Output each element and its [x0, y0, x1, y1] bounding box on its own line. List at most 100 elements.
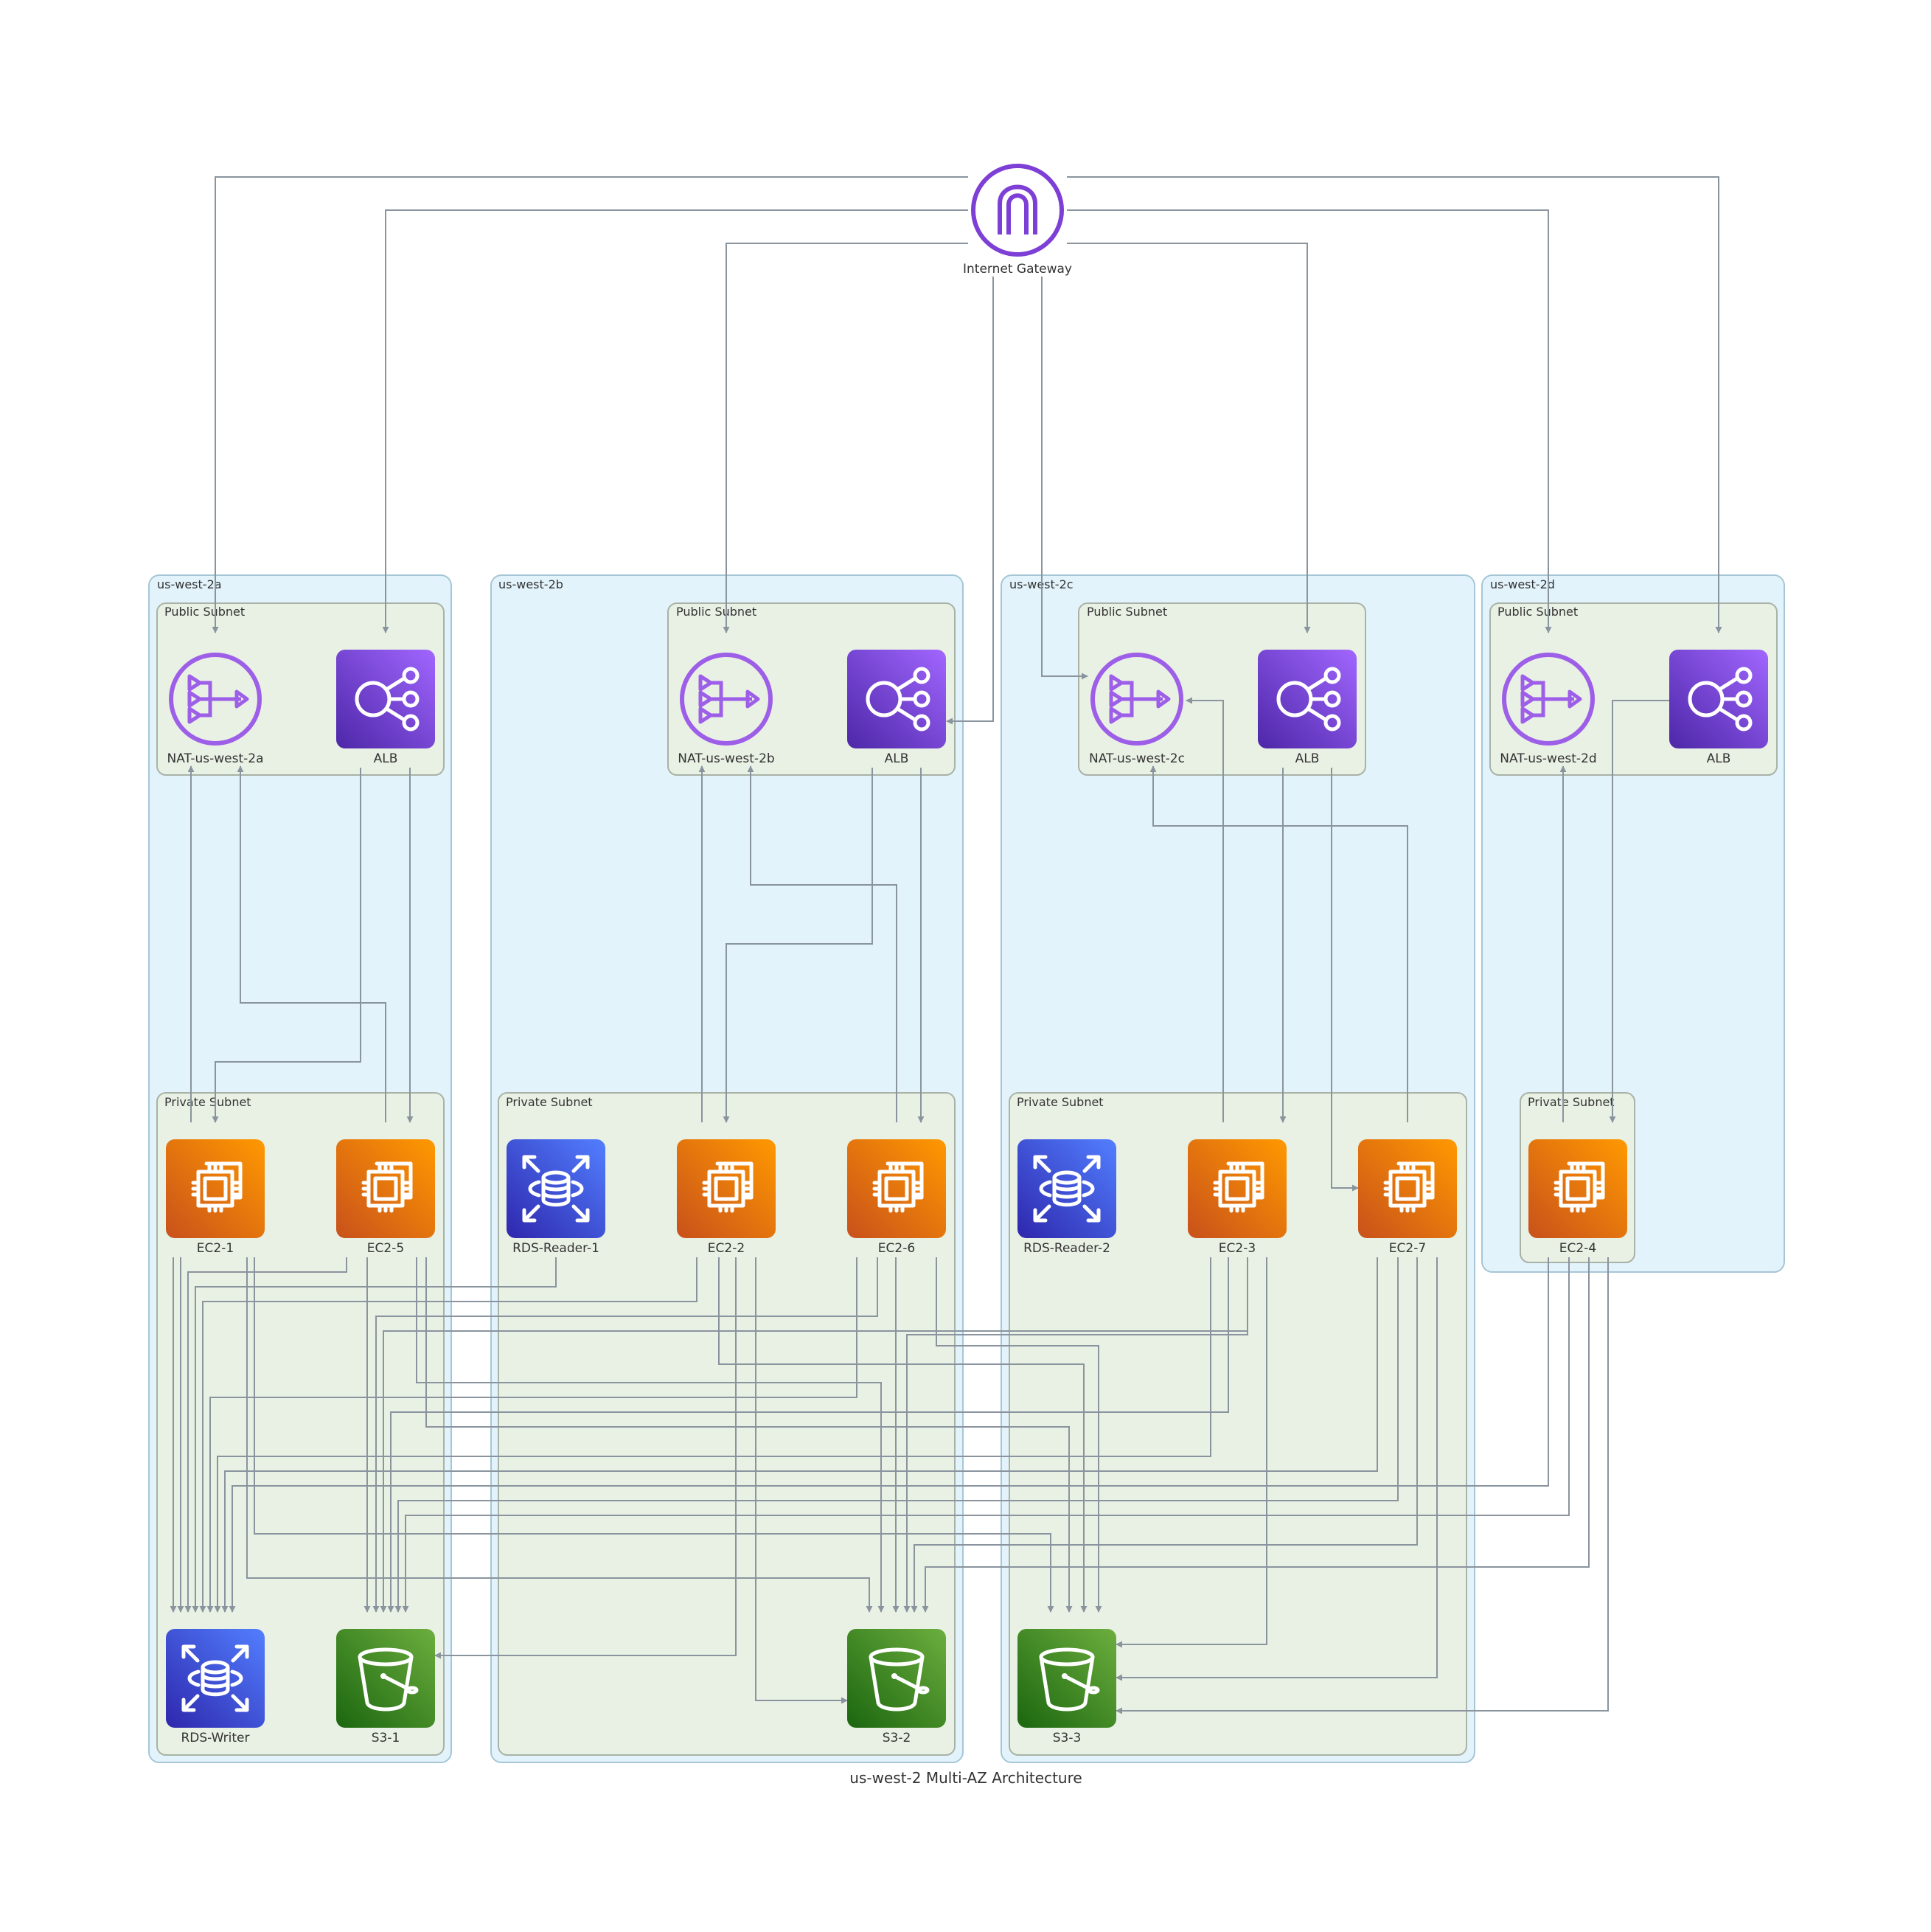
s3-1[interactable]: S3-1	[336, 1629, 435, 1745]
s3-bucket-icon	[847, 1629, 946, 1728]
private-subnet-2a: Private Subnet	[156, 1092, 445, 1756]
subnet-label: Public Subnet	[676, 605, 756, 619]
connection-edge	[922, 1257, 1590, 1613]
ec2-instance-icon	[847, 1139, 946, 1238]
load-balancer-icon	[1669, 650, 1768, 748]
node-label: EC2-1	[197, 1241, 234, 1256]
load-balancer-icon	[847, 650, 946, 748]
connection-edge	[1331, 768, 1359, 1192]
nat-us-west-2b[interactable]: NAT-us-west-2b	[678, 655, 775, 766]
connection-edge	[1067, 243, 1311, 633]
az-label: us-west-2a	[157, 577, 222, 591]
az-label: us-west-2b	[498, 577, 563, 591]
node-label: EC2-2	[708, 1241, 745, 1256]
ec2-2[interactable]: EC2-2	[677, 1139, 776, 1256]
connection-edge	[903, 1257, 1248, 1613]
connection-edge	[434, 1257, 737, 1659]
nat-us-west-2c[interactable]: NAT-us-west-2c	[1089, 655, 1185, 766]
node-label: EC2-3	[1219, 1241, 1256, 1256]
connection-edge	[206, 1257, 857, 1613]
ec2-1[interactable]: EC2-1	[166, 1139, 265, 1256]
subnet-label: Public Subnet	[1497, 605, 1578, 619]
connection-edge	[214, 1257, 1211, 1613]
subnet-label: Public Subnet	[1087, 605, 1167, 619]
nat-us-west-2d[interactable]: NAT-us-west-2d	[1500, 655, 1597, 766]
az-label: us-west-2d	[1490, 577, 1555, 591]
node-label: ALB	[1295, 751, 1320, 766]
connection-edge	[237, 765, 386, 1122]
connection-edge	[1116, 1257, 1438, 1681]
rds-icon	[1017, 1139, 1116, 1238]
ec2-instance-icon	[1358, 1139, 1457, 1238]
internet-gateway[interactable]: Internet Gateway	[963, 166, 1072, 277]
connection-edge	[184, 1257, 347, 1613]
ec2-7[interactable]: EC2-7	[1358, 1139, 1457, 1256]
connection-edge	[212, 176, 968, 633]
node-label: NAT-us-west-2d	[1500, 751, 1596, 766]
connection-edge	[1186, 697, 1224, 1122]
node-label: RDS-Reader-2	[1023, 1241, 1110, 1256]
connection-edge	[402, 1257, 1570, 1613]
alb-us-west-2c[interactable]: ALB	[1258, 650, 1357, 766]
subnet-label: Private Subnet	[506, 1095, 593, 1109]
node-label: RDS-Writer	[181, 1731, 249, 1745]
s3-2[interactable]: S3-2	[847, 1629, 946, 1745]
subnet-label: Private Subnet	[1528, 1095, 1615, 1109]
alb-us-west-2a[interactable]: ALB	[336, 650, 435, 766]
connection-edge	[1116, 1257, 1267, 1648]
ec2-instance-icon	[1188, 1139, 1287, 1238]
connection-edge	[229, 1257, 1549, 1613]
alb-us-west-2d[interactable]: ALB	[1669, 650, 1768, 766]
ec2-instance-icon	[677, 1139, 776, 1238]
connection-edge	[372, 1257, 878, 1613]
diagram-title: us-west-2 Multi-AZ Architecture	[849, 1769, 1082, 1787]
connection-edge	[394, 1257, 1399, 1613]
connection-edge	[1067, 176, 1722, 633]
node-label: EC2-5	[367, 1241, 404, 1256]
rds-icon	[507, 1139, 605, 1238]
s3-3[interactable]: S3-3	[1017, 1629, 1116, 1745]
node-label: NAT-us-west-2c	[1089, 751, 1185, 766]
rds-reader-1[interactable]: RDS-Reader-1	[507, 1139, 605, 1256]
connection-edge	[1149, 765, 1408, 1122]
node-label: S3-3	[1053, 1731, 1082, 1745]
alb-us-west-2b[interactable]: ALB	[847, 650, 946, 766]
subnet-label: Private Subnet	[164, 1095, 251, 1109]
connection-edges	[170, 176, 1722, 1714]
rds-icon	[166, 1629, 265, 1728]
connection-edge	[1067, 209, 1552, 633]
rds-reader-2[interactable]: RDS-Reader-2	[1017, 1139, 1116, 1256]
ec2-5[interactable]: EC2-5	[336, 1139, 435, 1256]
node-label: ALB	[885, 751, 909, 766]
nat-us-west-2a[interactable]: NAT-us-west-2a	[167, 655, 264, 766]
ec2-instance-icon	[1528, 1139, 1627, 1238]
internet-gateway-icon	[973, 166, 1062, 254]
load-balancer-icon	[1258, 650, 1357, 748]
node-label: S3-1	[372, 1731, 400, 1745]
ec2-4[interactable]: EC2-4	[1528, 1139, 1627, 1256]
internet-gateway-label: Internet Gateway	[963, 262, 1072, 277]
rds-writer[interactable]: RDS-Writer	[166, 1629, 265, 1745]
ec2-instance-icon	[166, 1139, 265, 1238]
connection-edge	[382, 209, 968, 633]
connection-edge	[1041, 277, 1088, 680]
node-label: NAT-us-west-2b	[678, 751, 774, 766]
connection-edge	[199, 1257, 697, 1613]
connection-edge	[192, 1257, 557, 1613]
connection-edge	[212, 768, 361, 1123]
connection-edge	[246, 1257, 873, 1613]
node-label: RDS-Reader-1	[512, 1241, 599, 1256]
s3-bucket-icon	[336, 1629, 435, 1728]
node-label: NAT-us-west-2a	[167, 751, 263, 766]
ec2-6[interactable]: EC2-6	[847, 1139, 946, 1256]
connection-edge	[946, 277, 994, 725]
connection-edge	[911, 1257, 1418, 1613]
s3-bucket-icon	[1017, 1629, 1116, 1728]
connection-edge	[936, 1257, 1102, 1613]
subnet-label: Public Subnet	[164, 605, 245, 619]
node-label: EC2-7	[1389, 1241, 1426, 1256]
connection-edge	[723, 768, 873, 1123]
connection-edge	[254, 1257, 1054, 1613]
ec2-3[interactable]: EC2-3	[1188, 1139, 1287, 1256]
